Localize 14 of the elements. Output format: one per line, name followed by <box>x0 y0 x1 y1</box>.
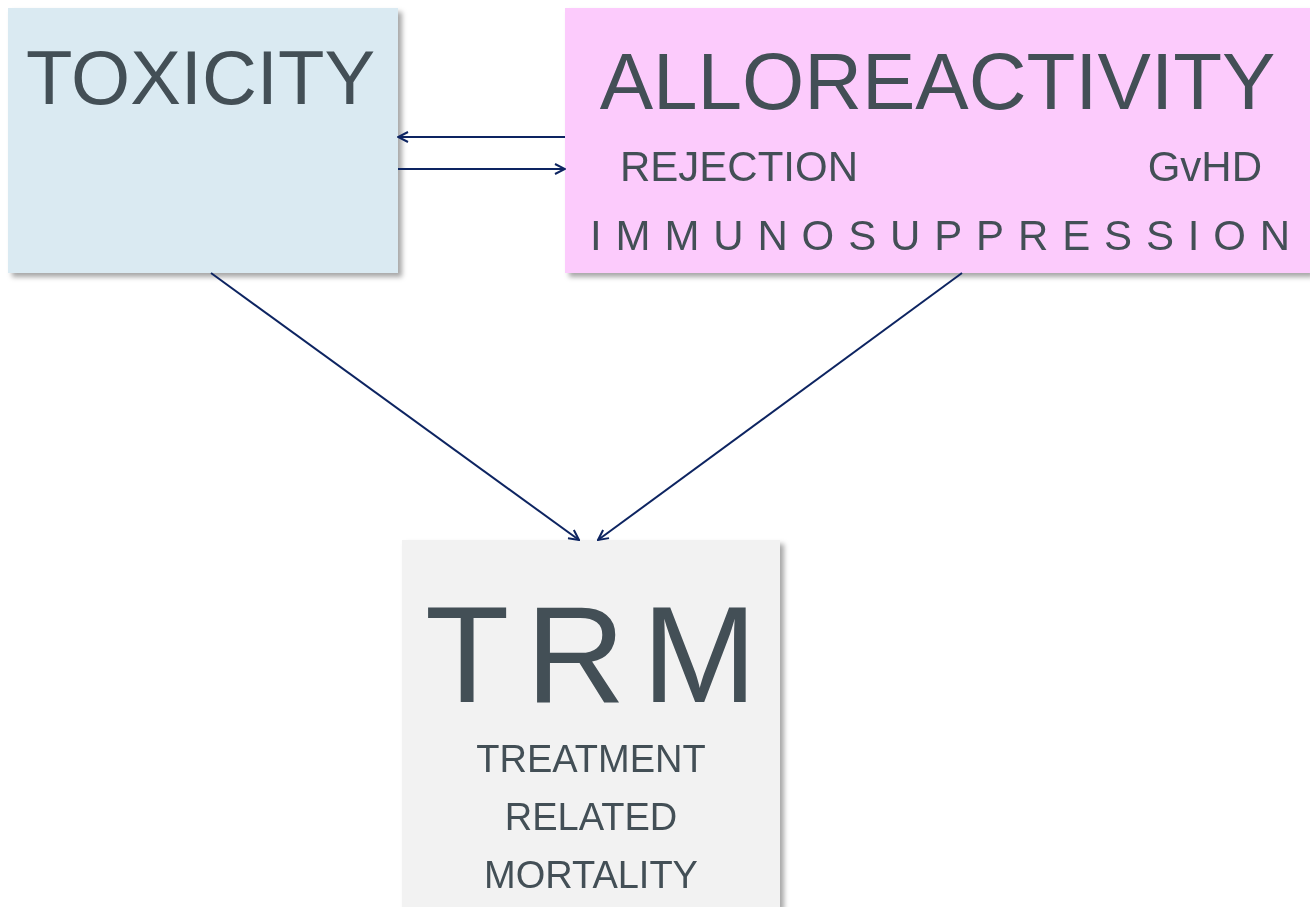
arrow <box>397 131 566 143</box>
concept-box <box>565 8 1310 273</box>
box-text: REJECTION <box>620 146 858 188</box>
arrow <box>210 272 580 541</box>
box-text: GvHD <box>1147 146 1262 188</box>
box-heading: TRM <box>423 585 775 723</box>
box-heading: ALLOREACTIVITY <box>598 42 1277 122</box>
box-text: IMMUNOSUPPRESSION <box>590 215 1304 257</box>
concept-box <box>8 8 398 273</box>
concept-box <box>402 540 780 907</box>
arrow <box>597 272 963 541</box>
box-heading: TOXICITY <box>26 40 376 116</box>
arrow <box>397 163 566 175</box>
box-text: TREATMENT RELATED MORTALITY <box>475 737 707 898</box>
